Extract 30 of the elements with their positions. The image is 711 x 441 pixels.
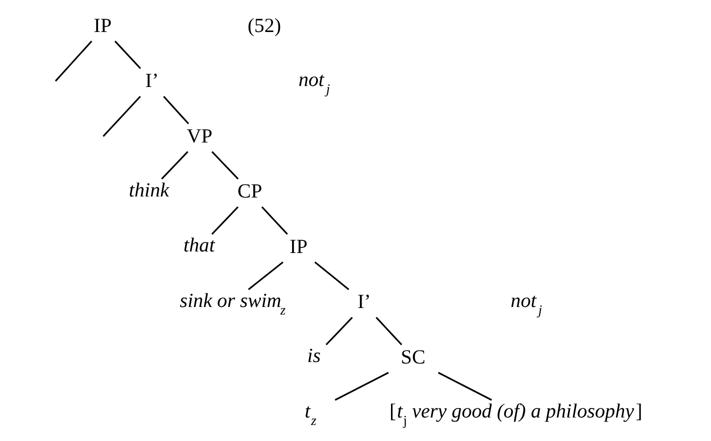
connector	[162, 96, 189, 124]
node-text: IP	[289, 236, 308, 258]
connector	[102, 96, 140, 137]
node-text: that	[183, 234, 214, 257]
connector	[325, 316, 352, 346]
node-text: SC	[400, 346, 425, 368]
node-text: IP	[93, 14, 112, 37]
label: not$_{j}$	[298, 68, 330, 96]
connector	[114, 40, 141, 70]
connector	[210, 206, 238, 235]
node-text: VP	[186, 125, 212, 148]
node-text: sink or swim$_{z}$	[179, 290, 286, 318]
connector	[375, 316, 402, 346]
connector	[160, 151, 188, 180]
connector	[314, 262, 349, 290]
node-text: I’	[356, 291, 370, 314]
connector	[54, 40, 92, 82]
node-text: think	[128, 179, 169, 202]
connector	[260, 206, 288, 235]
connector	[247, 262, 283, 290]
node-text: is	[306, 345, 320, 368]
node-text: CP	[237, 180, 262, 203]
label: (52)	[247, 14, 281, 37]
label: not$_{j}$	[510, 290, 542, 318]
node-text: I’	[144, 70, 158, 92]
node-text: [t$_{j}$ very good (of) a philosophy]	[389, 400, 642, 428]
connector	[437, 372, 492, 401]
connector	[210, 151, 238, 180]
connector	[334, 372, 388, 401]
node-text: t$_{z}$	[304, 400, 316, 428]
